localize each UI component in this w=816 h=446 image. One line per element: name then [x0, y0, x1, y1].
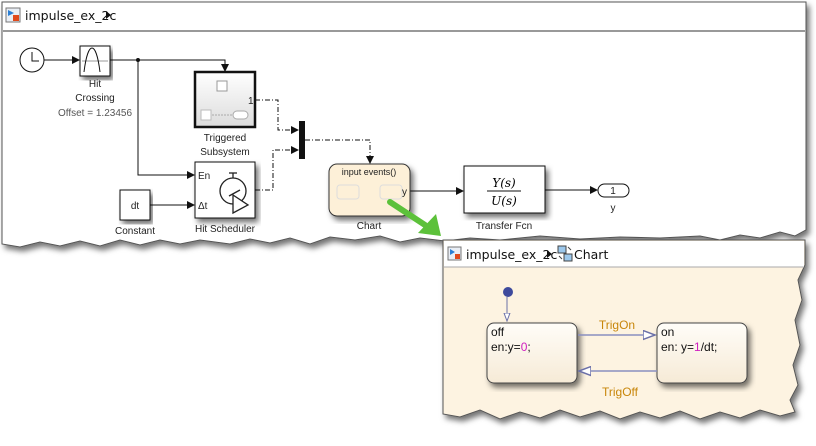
chart-input-events: input events() [342, 167, 397, 177]
mux-block[interactable] [299, 121, 305, 159]
state-action: en: y=1/dt; [661, 340, 717, 354]
breadcrumb-model[interactable]: impulse_ex_2c [466, 247, 558, 262]
signal-lines [44, 56, 598, 209]
port-label: 1 [248, 96, 254, 107]
hit-crossing-block[interactable]: Hit Crossing Offset = 1.23456 [58, 45, 132, 119]
subsystem-label: Triggered [204, 133, 246, 144]
outport-number: 1 [610, 186, 616, 197]
state-on[interactable]: on en: y=1/dt; [656, 322, 748, 384]
port-label: y [402, 187, 407, 198]
transfer-fcn-block[interactable]: Y(s) U(s) Transfer Fcn [463, 165, 546, 232]
hit-crossing-label: Hit [89, 79, 101, 90]
chart-label: Chart [357, 221, 382, 232]
stateflow-chart-icon [557, 245, 573, 262]
transition-trigoff[interactable]: TrigOff [579, 371, 657, 399]
chart-breadcrumb[interactable]: impulse_ex_2c Chart [447, 245, 608, 262]
denominator: U(s) [491, 194, 517, 208]
triggered-subsystem-block[interactable]: 1 Triggered Subsystem [193, 70, 257, 158]
subsystem-label: Subsystem [200, 147, 249, 158]
state-action: en:y=0; [491, 340, 531, 354]
default-transition-dot[interactable] [503, 287, 513, 297]
clock-block[interactable] [19, 47, 45, 73]
hit-crossing-label: Crossing [75, 93, 114, 104]
transition-trigon[interactable]: TrigOn [578, 318, 655, 335]
port-label: Δt [198, 201, 208, 212]
numerator: Y(s) [492, 176, 516, 190]
constant-label: Constant [115, 226, 155, 237]
breadcrumb-arrow-icon[interactable] [106, 11, 111, 19]
state-off[interactable]: off en:y=0; [486, 322, 578, 384]
constant-value: dt [131, 201, 140, 212]
hit-scheduler-block[interactable]: En Δt Hit Scheduler [194, 161, 256, 235]
breadcrumb-chart[interactable]: Chart [574, 247, 608, 262]
hit-crossing-offset: Offset = 1.23456 [58, 108, 132, 119]
outport-block[interactable]: 1 y [597, 183, 630, 214]
port-label: En [198, 171, 210, 182]
breadcrumb-model[interactable]: impulse_ex_2c [25, 8, 117, 23]
stopwatch-icon [219, 172, 250, 215]
model-breadcrumb[interactable]: impulse_ex_2c [5, 7, 117, 23]
hit-scheduler-label: Hit Scheduler [195, 224, 256, 235]
outport-label: y [611, 203, 616, 214]
state-name: off [491, 325, 505, 339]
hit-crossing-icon [83, 47, 101, 73]
transition-label: TrigOn [599, 318, 635, 332]
transfer-fcn-label: Transfer Fcn [476, 221, 532, 232]
state-name: on [661, 325, 674, 339]
transition-label: TrigOff [602, 385, 639, 399]
callout-arrow-icon [387, 199, 441, 236]
constant-block[interactable]: dt Constant [115, 189, 155, 237]
breadcrumb-arrow-icon[interactable] [547, 250, 552, 258]
